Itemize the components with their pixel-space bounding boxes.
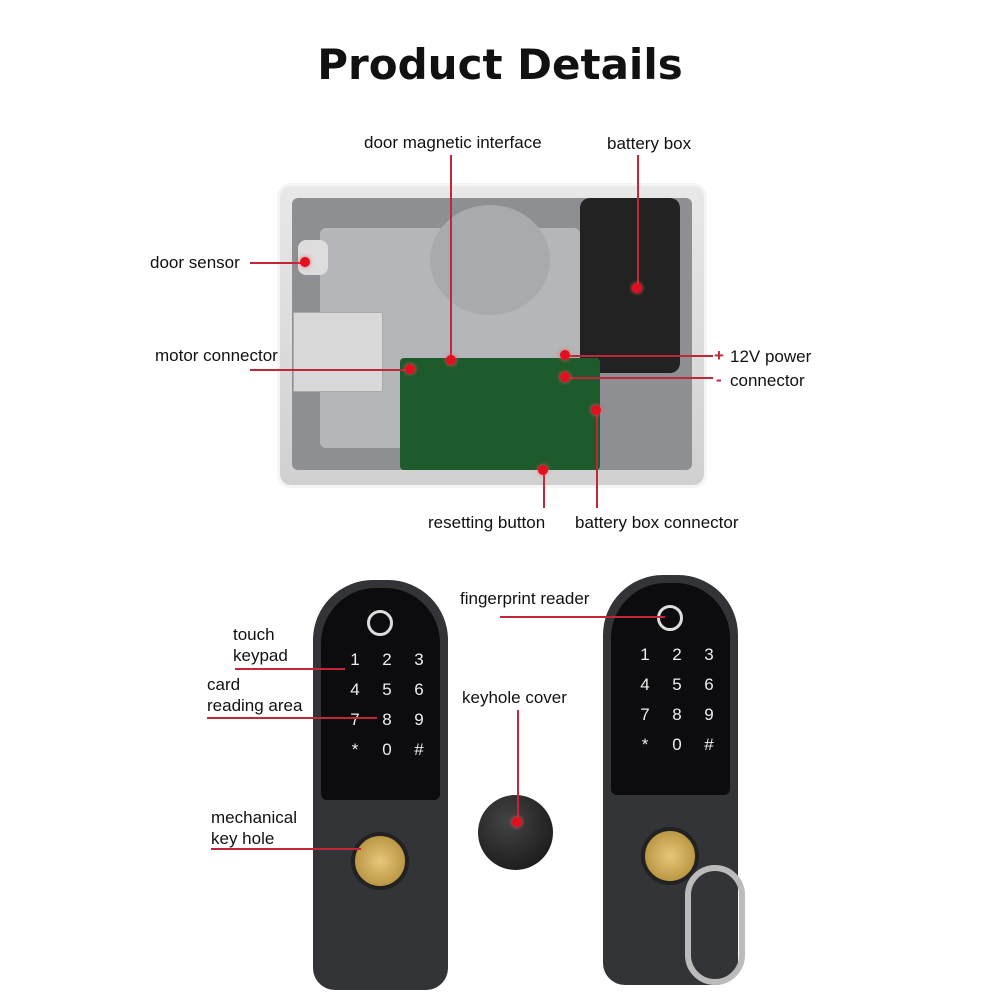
key[interactable]: 9	[414, 710, 424, 729]
key[interactable]: 3	[414, 650, 424, 669]
keypad: 1 2 3 4 5 6 7 8 9 * 0 #	[339, 650, 435, 760]
label-battery-box-connector: battery box connector	[575, 513, 739, 532]
key-cylinder	[351, 832, 409, 890]
label-key-hole: key hole	[211, 829, 275, 848]
circuit-board	[400, 358, 600, 470]
label-reading-area: reading area	[207, 696, 303, 715]
plus-sign: +	[714, 346, 724, 365]
side-device: 1 2 3 4 5 6 7 8 9 * 0 #	[603, 575, 745, 985]
key[interactable]: *	[641, 735, 649, 754]
key[interactable]: 5	[382, 680, 392, 699]
front-panel-device: 1 2 3 4 5 6 7 8 9 * 0 #	[313, 580, 448, 990]
key[interactable]: 4	[350, 680, 360, 699]
key[interactable]: 6	[414, 680, 424, 699]
label-motor-connector: motor connector	[155, 346, 278, 365]
key[interactable]: 5	[672, 675, 682, 694]
key[interactable]: 4	[640, 675, 650, 694]
battery-box	[580, 198, 680, 373]
key[interactable]: 2	[672, 645, 682, 664]
key[interactable]: 1	[640, 645, 650, 664]
label-keypad: keypad	[233, 646, 288, 665]
label-12v-power: 12V power	[730, 347, 812, 366]
label-touch: touch	[233, 625, 275, 644]
key[interactable]: 8	[382, 710, 392, 729]
label-fingerprint-reader: fingerprint reader	[460, 589, 590, 608]
motor	[430, 205, 550, 315]
key[interactable]: *	[351, 740, 359, 759]
key[interactable]: 6	[704, 675, 714, 694]
label-card: card	[207, 675, 241, 694]
label-door-magnetic-interface: door magnetic interface	[364, 133, 542, 152]
label-battery-box: battery box	[607, 134, 692, 153]
fingerprint-icon	[657, 605, 683, 631]
key[interactable]: 1	[350, 650, 360, 669]
label-connector: connector	[730, 371, 805, 390]
page-title: Product Details	[317, 40, 683, 89]
key-cylinder	[641, 827, 699, 885]
minus-sign: -	[716, 370, 722, 389]
label-keyhole-cover: keyhole cover	[462, 688, 567, 707]
key[interactable]: 3	[704, 645, 714, 664]
key[interactable]: #	[704, 735, 714, 754]
key[interactable]: 8	[672, 705, 682, 724]
label-door-sensor: door sensor	[150, 253, 240, 272]
key[interactable]: 0	[382, 740, 392, 759]
keyhole-cover	[478, 795, 553, 870]
label-resetting-button: resetting button	[428, 513, 546, 532]
key[interactable]: 7	[350, 710, 360, 729]
keys-icon	[685, 865, 745, 985]
key[interactable]: #	[414, 740, 424, 759]
key[interactable]: 7	[640, 705, 650, 724]
fingerprint-icon	[367, 610, 393, 636]
lock-bolt	[293, 312, 383, 392]
key[interactable]: 0	[672, 735, 682, 754]
label-mechanical: mechanical	[211, 808, 297, 827]
keypad: 1 2 3 4 5 6 7 8 9 * 0 #	[629, 645, 725, 755]
key[interactable]: 9	[704, 705, 714, 724]
key[interactable]: 2	[382, 650, 392, 669]
